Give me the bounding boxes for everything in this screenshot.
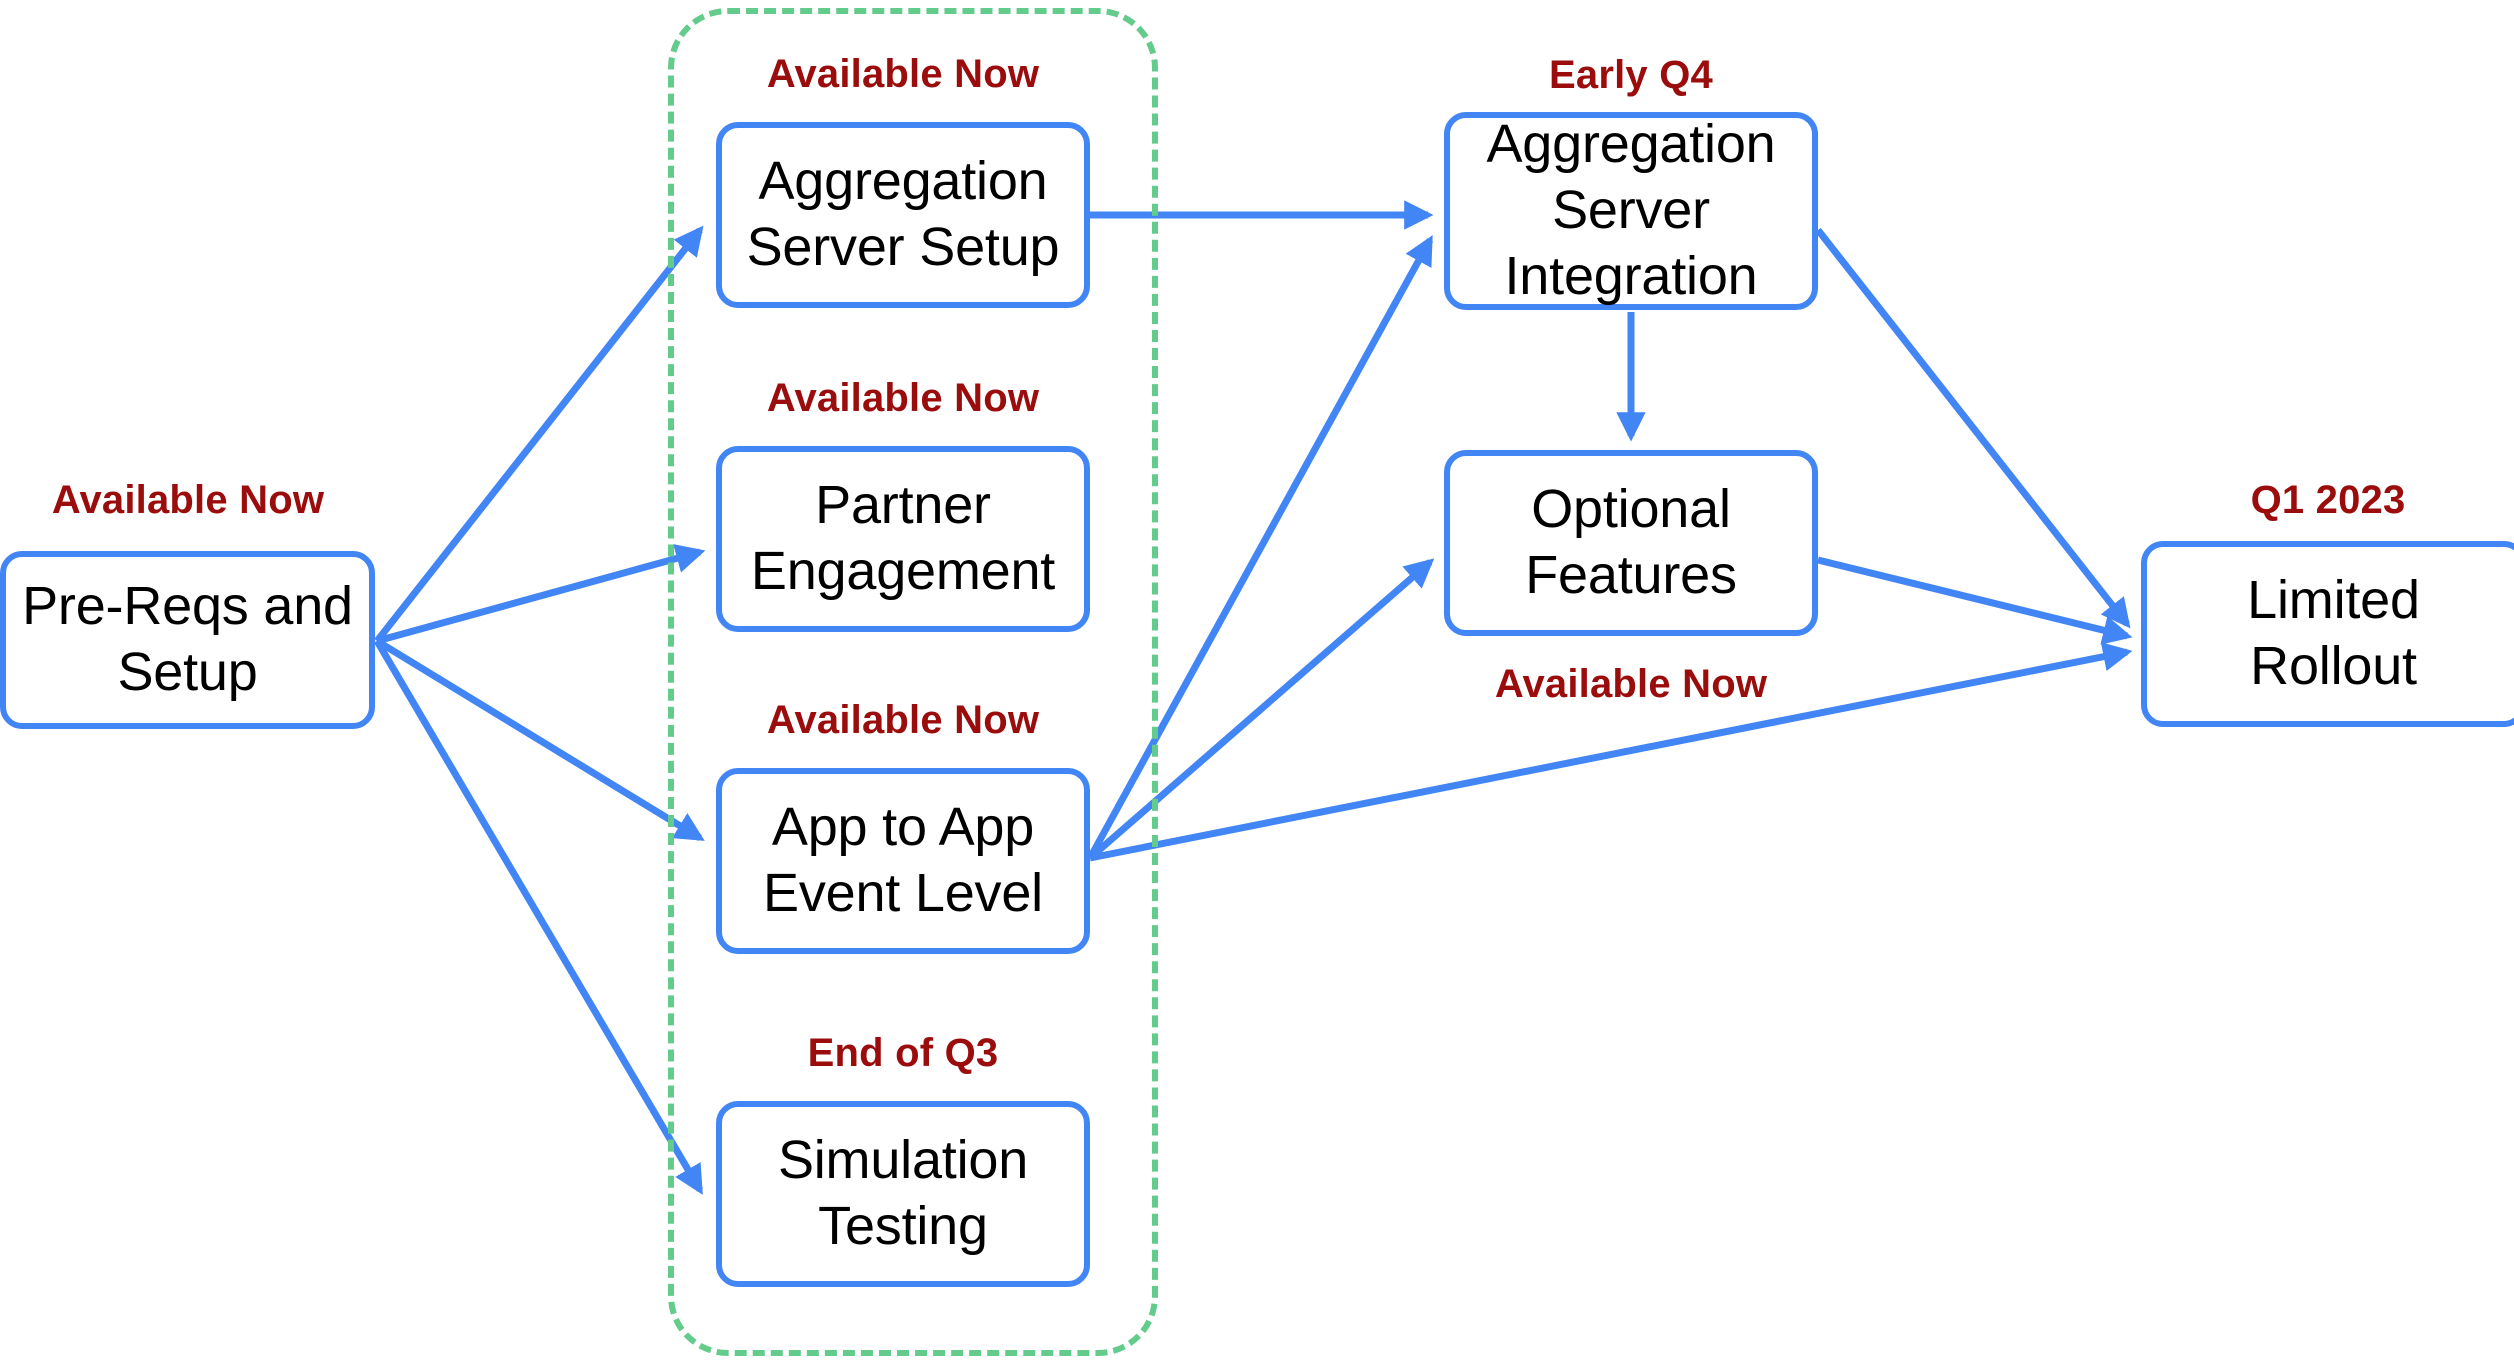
node-simulation-testing[interactable]: Simulation Testing xyxy=(716,1101,1090,1287)
edge-prereqs-to-agg-setup xyxy=(374,225,704,644)
timing-label-simulation-testing: End of Q3 xyxy=(807,1031,999,1075)
node-aggregation-server-setup[interactable]: Aggregation Server Setup xyxy=(716,122,1090,308)
edge-optional-to-limited-rollout xyxy=(1817,556,2133,645)
timing-label-pre-reqs: Available Now xyxy=(51,478,325,522)
timing-label-partner-engagement: Available Now xyxy=(766,376,1040,420)
timing-label-aggregation-server-setup: Available Now xyxy=(766,52,1040,96)
timing-label-limited-rollout: Q1 2023 xyxy=(2250,478,2406,522)
node-aggregation-server-integration[interactable]: Aggregation Server Integration xyxy=(1444,112,1818,310)
edge-prereqs-to-simulation xyxy=(373,639,704,1195)
node-app-to-app-event-level[interactable]: App to App Event Level xyxy=(716,768,1090,954)
node-optional-features[interactable]: Optional Features xyxy=(1444,450,1818,636)
timing-label-aggregation-server-integration: Early Q4 xyxy=(1549,53,1713,97)
timing-label-optional-features: Available Now xyxy=(1494,662,1768,706)
node-partner-engagement[interactable]: Partner Engagement xyxy=(716,446,1090,632)
edge-prereqs-to-app-to-app xyxy=(375,638,705,841)
timing-label-app-to-app-event-level: Available Now xyxy=(766,698,1040,742)
edge-prereqs-to-partner xyxy=(376,544,706,645)
edge-agg-integration-to-limited-rollout xyxy=(1815,227,2131,629)
node-limited-rollout[interactable]: Limited Rollout xyxy=(2141,541,2514,727)
group-available-now-group xyxy=(668,8,1158,1356)
node-pre-reqs[interactable]: Pre-Reqs and Setup xyxy=(0,551,375,729)
